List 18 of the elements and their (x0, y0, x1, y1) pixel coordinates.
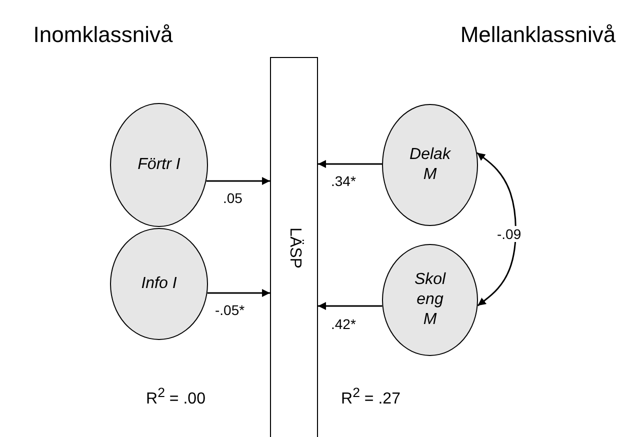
path-arrow (207, 289, 270, 297)
path-coefficient: .42* (330, 316, 357, 332)
path-coefficient: .34* (330, 173, 357, 189)
path-coefficient: -.05* (214, 302, 246, 318)
level-heading: Mellanklassnivå (460, 22, 616, 48)
path-coefficient: -.09 (496, 226, 522, 242)
path-arrow (206, 177, 270, 185)
variable-label: Skol eng M (413, 270, 447, 330)
level-heading: Inomklassnivå (33, 22, 173, 48)
path-coefficient: .05 (222, 190, 244, 206)
path-arrow (318, 302, 382, 310)
variable-label: Info I (140, 274, 178, 294)
correlation-arrow (476, 152, 516, 306)
path-arrow (318, 160, 382, 168)
outcome-bar (270, 57, 318, 437)
variable-label: Delak M (408, 145, 452, 185)
variable-label: Förtr I (137, 155, 181, 175)
variable-label: LÄSP (285, 227, 303, 268)
